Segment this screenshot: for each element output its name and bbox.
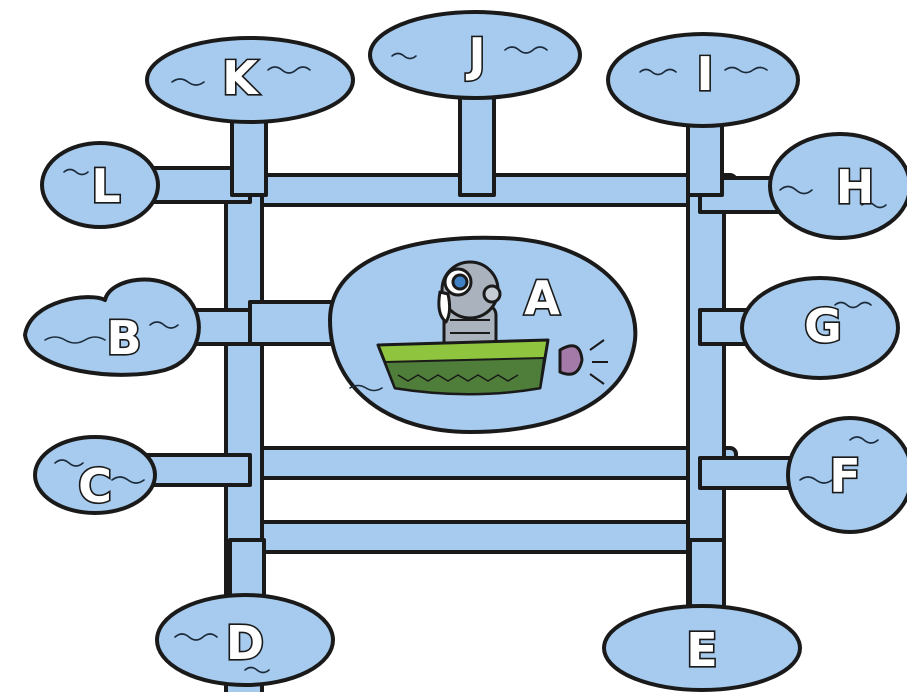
boat-propeller — [558, 344, 584, 376]
canal-bottom — [238, 520, 718, 554]
lake-label-j: J — [465, 28, 485, 82]
lake-label-k: K — [222, 51, 260, 105]
boat-stripe — [384, 357, 545, 395]
lake-k-shape — [145, 36, 355, 124]
lake-i-shape — [606, 32, 800, 128]
lake-j-shape — [368, 10, 582, 100]
lake-e-shape — [602, 604, 802, 692]
lake-label-h: H — [836, 160, 875, 214]
lake-g-shape — [740, 276, 900, 380]
lake-label-g: G — [804, 299, 842, 353]
lake-label-a: A — [524, 271, 560, 325]
lake-label-l: L — [91, 159, 120, 213]
lake-d-shape — [155, 593, 335, 687]
lake-h-shape — [768, 132, 907, 240]
robot-eye — [451, 273, 469, 291]
lake-label-i: I — [696, 47, 713, 101]
lake-b-shape — [23, 277, 201, 377]
lake-label-c: C — [78, 459, 112, 513]
lake-label-f: F — [829, 449, 860, 503]
water-waves — [44, 46, 887, 674]
lake-label-b: B — [106, 311, 141, 365]
lake-f-shape — [786, 416, 907, 534]
lake-l-shape — [40, 141, 160, 229]
robot-ear — [482, 284, 502, 304]
lake-c-shape — [33, 435, 157, 515]
canal-middle-bottom — [224, 446, 738, 480]
water-network — [23, 10, 907, 692]
robot-in-boat-icon — [376, 260, 608, 396]
lake-label-e: E — [686, 623, 717, 677]
lake-label-d: D — [226, 616, 264, 670]
robot-mouth — [437, 290, 452, 324]
